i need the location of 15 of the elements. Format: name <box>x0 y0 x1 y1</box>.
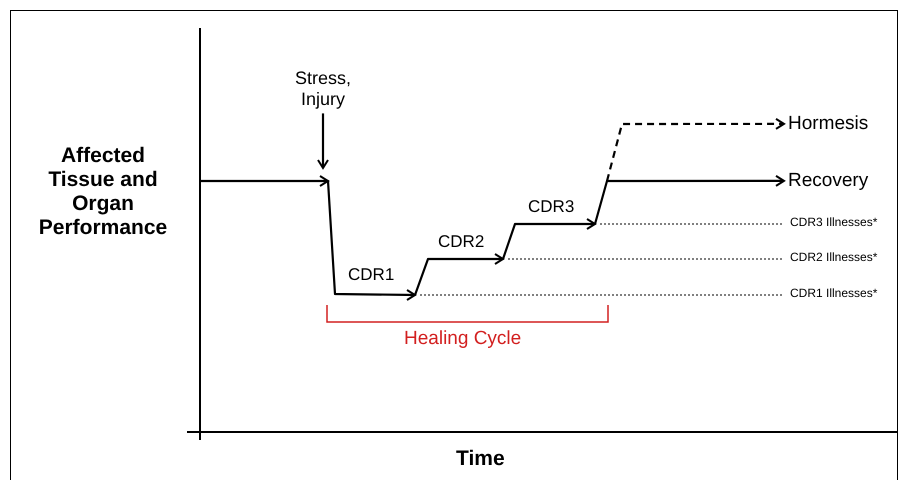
bracket-label: Healing Cycle <box>404 328 522 350</box>
curve-arrow <box>201 174 785 296</box>
step-label: CDR2 <box>438 232 484 252</box>
step-label: CDR3 <box>528 197 574 217</box>
level-label: CDR1 Illnesses* <box>790 287 878 301</box>
event-label: Stress, Injury <box>290 68 356 110</box>
curve-arrow <box>606 118 785 182</box>
axis-title: Time <box>456 447 505 472</box>
curve-label: Hormesis <box>788 113 868 135</box>
level-label: CDR3 Illnesses* <box>790 216 878 230</box>
level-label: CDR2 Illnesses* <box>790 251 878 265</box>
curve-label: Recovery <box>788 170 868 192</box>
step-label: CDR1 <box>348 265 394 285</box>
arrow <box>317 113 329 169</box>
axis-title: Affected Tissue and Organ Performance <box>38 144 168 241</box>
